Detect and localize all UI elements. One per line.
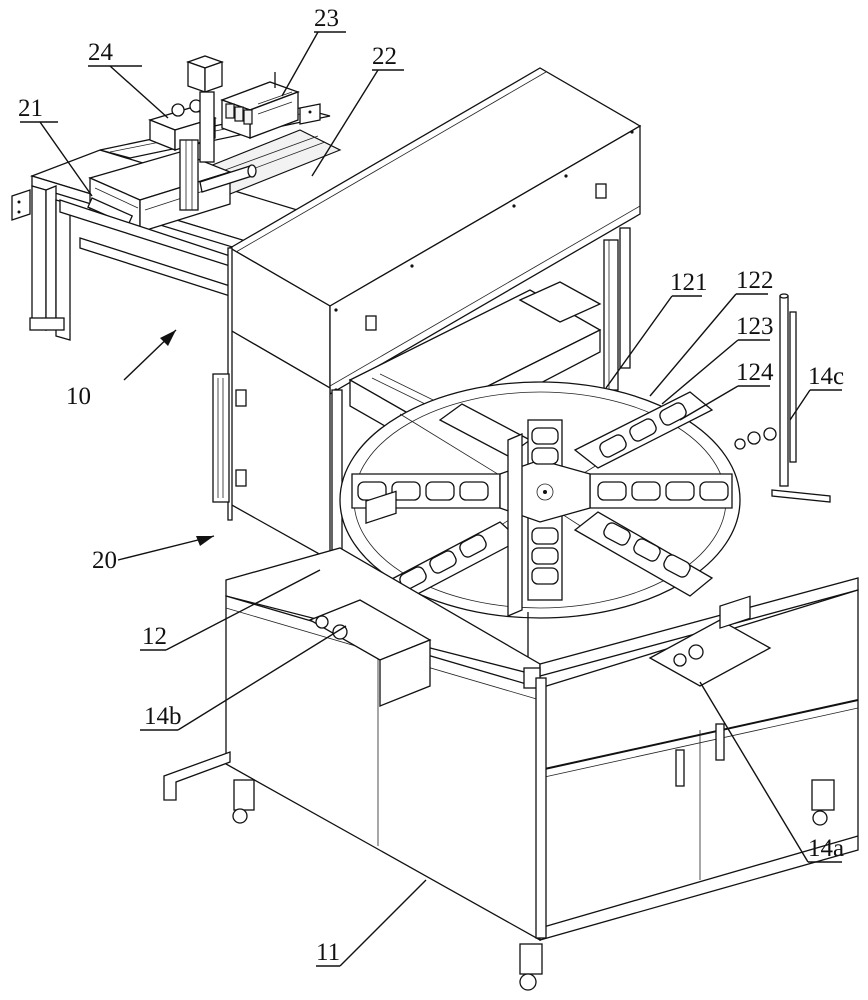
label-10: 10 xyxy=(66,383,91,410)
label-11: 11 xyxy=(316,939,340,966)
label-12: 12 xyxy=(142,623,167,650)
label-14c: 14c xyxy=(808,363,844,390)
label-14a: 14a xyxy=(808,835,844,862)
label-14b: 14b xyxy=(144,703,182,730)
label-20: 20 xyxy=(92,547,117,574)
label-23: 23 xyxy=(314,5,339,32)
leader-lines xyxy=(20,31,842,967)
label-122: 122 xyxy=(736,267,774,294)
turntable xyxy=(339,381,741,690)
label-21: 21 xyxy=(18,95,43,122)
gantry-frame xyxy=(11,55,342,341)
base-cabinet xyxy=(163,490,859,991)
label-24: 24 xyxy=(88,39,114,66)
label-121: 121 xyxy=(670,269,708,296)
rod-assembly xyxy=(734,293,831,503)
label-123: 123 xyxy=(736,313,774,340)
label-22: 22 xyxy=(372,43,397,70)
label-124: 124 xyxy=(736,359,774,386)
